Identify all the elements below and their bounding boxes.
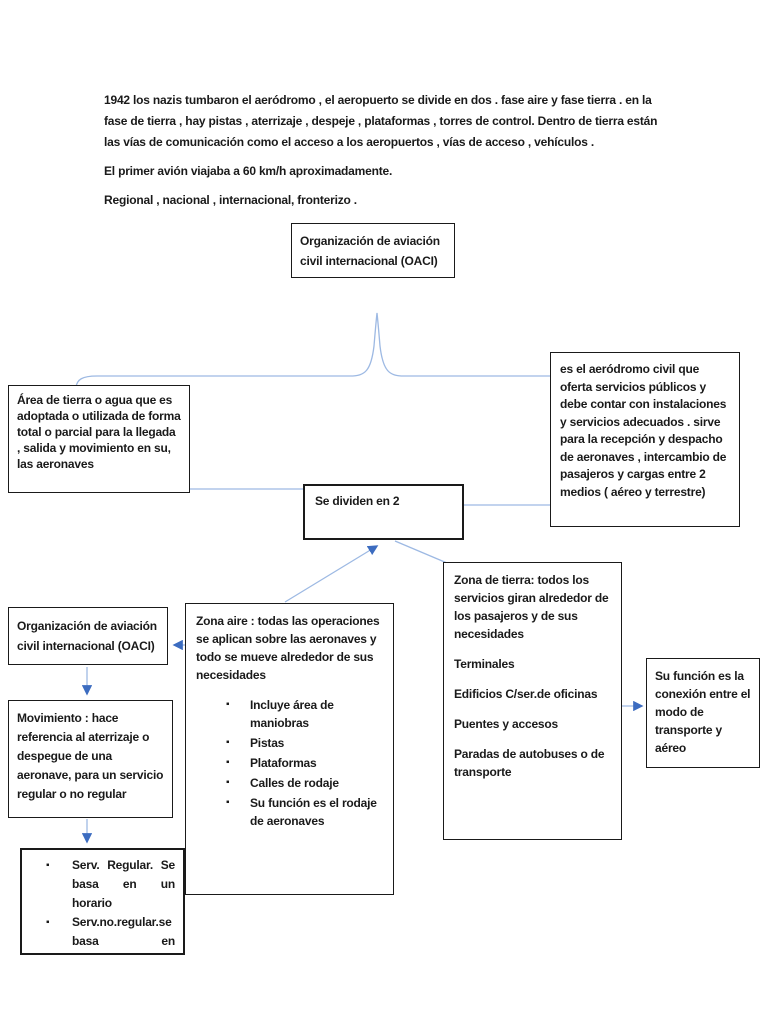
- zona-tierra-item: Puentes y accesos: [454, 717, 558, 731]
- square-bullet-icon: ▪: [226, 699, 230, 710]
- intro-paragraph-3: Regional , nacional , internacional, fro…: [104, 193, 357, 207]
- oaci-left-box: Organización de aviación civil internaci…: [8, 607, 168, 665]
- zona-tierra-item: Terminales: [454, 657, 515, 671]
- intro-text-block: 1942 los nazis tumbaron el aeródromo , e…: [104, 90, 666, 219]
- square-bullet-icon: ▪: [226, 757, 230, 768]
- brace-connector: [75, 312, 550, 390]
- servicios-bullet: Serv. Regular. Se basa en un horario: [72, 858, 175, 910]
- zona-tierra-item: Paradas de autobuses o de transporte: [454, 747, 605, 779]
- list-item: ▪ Calles de rodaje: [226, 774, 383, 792]
- list-item: ▪ Serv.no.regular.se basa en: [46, 913, 175, 951]
- servicios-bullet-list: ▪ Serv. Regular. Se basa en un horario ▪ S…: [46, 856, 175, 951]
- list-item: ▪ Plataformas: [226, 754, 383, 772]
- intro-paragraph-2: El primer avión viajaba a 60 km/h aproxi…: [104, 164, 393, 178]
- area-definition-text: Área de tierra o agua que es adoptada o …: [17, 393, 181, 471]
- zona-tierra-item: Edificios C/ser.de oficinas: [454, 687, 598, 701]
- zona-aire-intro: Zona aire : todas las operaciones se apl…: [196, 614, 380, 682]
- area-definition-box: Área de tierra o agua que es adoptada o …: [8, 385, 190, 493]
- se-dividen-box: Se dividen en 2: [303, 484, 464, 540]
- oaci-top-text: Organización de aviación civil internaci…: [300, 234, 440, 268]
- list-item: ▪ Incluye área de maniobras: [226, 696, 383, 732]
- zona-aire-bullet: Plataformas: [250, 756, 317, 770]
- servicios-box: ▪ Serv. Regular. Se basa en un horario ▪ S…: [20, 848, 185, 955]
- square-bullet-icon: ▪: [226, 777, 230, 788]
- funcion-conexion-text: Su función es la conexión entre el modo …: [655, 669, 751, 755]
- aerodromo-definition-text: es el aeródromo civil que oferta servici…: [560, 362, 727, 499]
- list-item: ▪ Serv. Regular. Se basa en un horario: [46, 856, 175, 913]
- movimiento-box: Movimiento : hace referencia al aterriza…: [8, 700, 173, 818]
- zona-aire-box: Zona aire : todas las operaciones se apl…: [185, 603, 394, 895]
- intro-paragraph-1: 1942 los nazis tumbaron el aeródromo , e…: [104, 93, 658, 149]
- zona-tierra-intro: Zona de tierra: todos los servicios gira…: [454, 573, 609, 641]
- aerodromo-definition-box: es el aeródromo civil que oferta servici…: [550, 352, 740, 527]
- dividen-to-zona-tierra-line: [394, 540, 448, 564]
- zona-aire-bullet: Calles de rodaje: [250, 776, 339, 790]
- square-bullet-icon: ▪: [46, 917, 50, 928]
- list-item: ▪ Pistas: [226, 734, 383, 752]
- zona-aire-bullet: Incluye área de maniobras: [250, 698, 334, 730]
- zona-aire-bullet: Pistas: [250, 736, 285, 750]
- oaci-left-text: Organización de aviación civil internaci…: [17, 619, 157, 653]
- zona-aire-to-dividen-arrow: [284, 545, 379, 603]
- servicios-bullet: Serv.no.regular.se basa en: [72, 915, 175, 948]
- movimiento-text: Movimiento : hace referencia al aterriza…: [17, 711, 164, 801]
- square-bullet-icon: ▪: [226, 737, 230, 748]
- zona-aire-bullet: Su función es el rodaje de aeronaves: [250, 796, 377, 828]
- square-bullet-icon: ▪: [226, 797, 230, 808]
- zona-aire-bullet-list: ▪ Incluye área de maniobras ▪ Pistas ▪ Plat…: [226, 696, 383, 830]
- oaci-top-box: Organización de aviación civil internaci…: [291, 223, 455, 278]
- list-item: ▪ Su función es el rodaje de aeronaves: [226, 794, 383, 830]
- funcion-conexion-box: Su función es la conexión entre el modo …: [646, 658, 760, 768]
- se-dividen-text: Se dividen en 2: [315, 494, 400, 508]
- square-bullet-icon: ▪: [46, 860, 50, 871]
- zona-tierra-box: Zona de tierra: todos los servicios gira…: [443, 562, 622, 840]
